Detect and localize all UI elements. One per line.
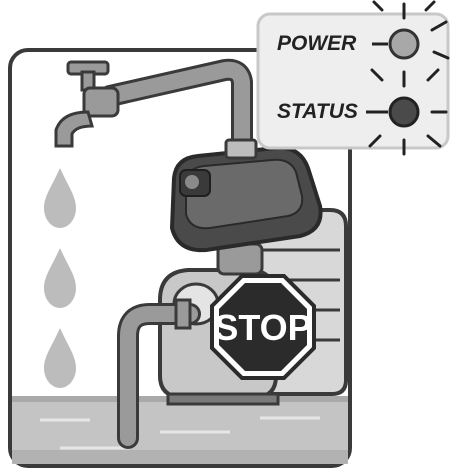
stop-sign-icon: STOP xyxy=(212,276,314,378)
power-label: POWER xyxy=(277,32,357,55)
water-drops xyxy=(44,168,76,388)
power-led-icon xyxy=(390,30,418,58)
status-label: STATUS xyxy=(277,100,358,123)
status-led-icon xyxy=(390,98,418,126)
indicator-panel: POWER STATUS xyxy=(258,2,448,154)
stop-sign-label: STOP xyxy=(214,307,311,348)
water-area xyxy=(12,396,348,464)
